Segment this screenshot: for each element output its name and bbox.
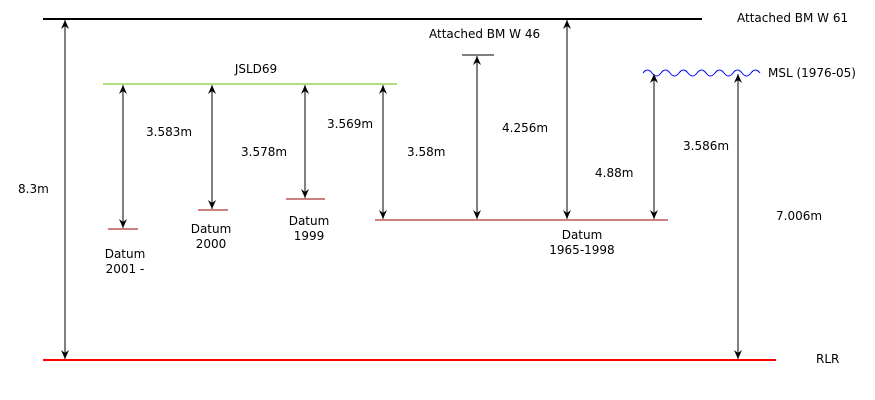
label-bm-w46: Attached BM W 46 (429, 27, 540, 41)
measure-jsld-1999: 3.569m (327, 117, 373, 131)
label-datum-2001-1: Datum (105, 247, 146, 261)
label-bm-w61: Attached BM W 61 (737, 11, 848, 25)
measure-jsld-2000: 3.578m (241, 145, 287, 159)
measure-bm61-1965: 4.88m (595, 166, 633, 180)
label-datum-2000-2: 2000 (196, 237, 227, 251)
label-datum-1999-1: Datum (289, 214, 330, 228)
measure-msl-rlr: 7.006m (776, 209, 822, 223)
label-jsld69: JSLD69 (234, 62, 277, 76)
measure-jsld-2001: 3.583m (146, 125, 192, 139)
label-datum-1965-2: 1965-1998 (549, 243, 614, 257)
measure-msl-1965: 3.586m (683, 139, 729, 153)
label-datum-1965-1: Datum (562, 228, 603, 242)
measure-jsld-1965: 3.58m (407, 145, 445, 159)
measure-bm61-rlr: 8.3m (18, 182, 49, 196)
label-datum-1999-2: 1999 (294, 229, 325, 243)
label-msl: MSL (1976-05) (768, 66, 856, 80)
label-datum-2001-2: 2001 - (106, 262, 145, 276)
msl-wave (642, 69, 761, 77)
label-rlr: RLR (816, 352, 839, 366)
measure-bm46-1965: 4.256m (502, 121, 548, 135)
label-datum-2000-1: Datum (191, 222, 232, 236)
